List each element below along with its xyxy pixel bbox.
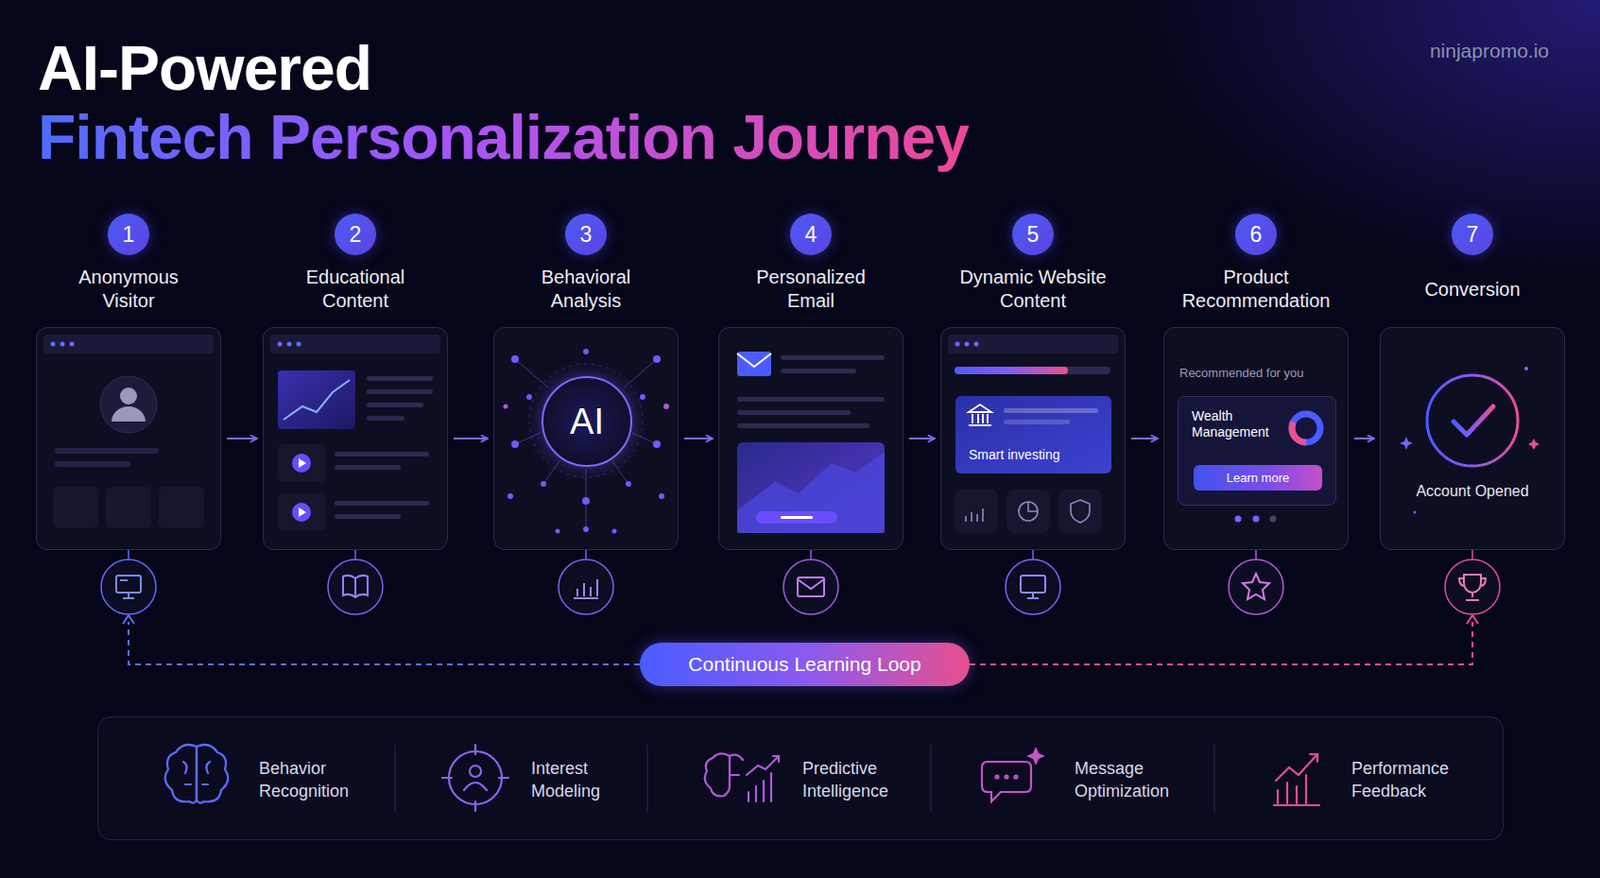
feature-label: Interest Modeling: [531, 756, 654, 804]
step-card: Anonymous Visitor: [35, 326, 222, 551]
step-card: Personalized Email: [718, 326, 904, 551]
step-icons: [101, 550, 1500, 615]
node-text: 3: [580, 222, 593, 248]
node-text: 1: [122, 222, 136, 248]
flow-arrow: [1131, 437, 1158, 440]
step-number: 1: [107, 213, 150, 256]
flow-arrow: [684, 437, 713, 440]
step-title: Personalized Email: [734, 258, 888, 321]
feature-label: Message Optimization: [1074, 756, 1198, 804]
page-subtitle: Fintech Personalization Journey: [37, 102, 969, 174]
step-title: Product Recommendation: [1179, 258, 1333, 321]
node-text: 6: [1250, 222, 1263, 248]
step-number: 3: [565, 213, 607, 256]
email-illustration: [737, 351, 885, 534]
step-card: Educational Content: [262, 326, 448, 551]
flow-arrow: [1354, 437, 1375, 440]
node-text: AI: [569, 401, 604, 443]
cta-button: Learn more: [1193, 464, 1323, 491]
product-panel: Learn more Wealth Management: [1177, 395, 1337, 506]
page-title: AI-Powered: [37, 34, 372, 104]
step-number: 2: [334, 213, 377, 256]
step-title: Behavioral Analysis: [509, 258, 663, 321]
node-text: Learn more: [1226, 470, 1290, 485]
watermark: ninjapromo.io: [1429, 39, 1549, 63]
feature-label: Predictive Intelligence: [802, 756, 926, 804]
ai-circle: AI: [541, 376, 633, 467]
step-card: ConversionAccount Opened: [1379, 326, 1566, 551]
education-illustration: [270, 334, 441, 532]
recommendation-illustration: [1177, 395, 1337, 523]
ai-network: [503, 348, 671, 534]
step-title: Dynamic Website Content: [956, 258, 1110, 321]
feature-panel-art: [97, 716, 1504, 841]
node-text: 4: [805, 222, 818, 248]
feature-label: Behavior Recognition: [258, 756, 382, 804]
card-fills: [35, 326, 1566, 551]
flow-arrow: [909, 437, 935, 440]
step-number: 4: [790, 213, 832, 256]
visitor-illustration: [43, 334, 214, 529]
step-title: Educational Content: [278, 258, 432, 321]
feature-label: Performance Feedback: [1351, 756, 1475, 804]
website-illustration: [947, 334, 1119, 534]
feature-panel: Behavior Recognition Interest Modeling Pre…: [97, 716, 1504, 841]
step-card: AIBehavioral Analysis: [493, 326, 679, 551]
step-card: Learn moreWealth ManagementProduct Recom…: [1163, 326, 1349, 551]
flow-arrow: [453, 437, 488, 440]
step-number: 6: [1235, 213, 1277, 256]
step-card: Smart investingDynamic Website Content: [940, 326, 1126, 551]
flow-arrow: [226, 437, 258, 440]
step-title: Conversion: [1395, 258, 1549, 321]
node-text: 2: [349, 222, 362, 248]
loop-pill: Continuous Learning Loop: [639, 642, 970, 687]
node-text: 5: [1027, 222, 1040, 248]
step-number: 7: [1451, 213, 1494, 256]
node-text: Continuous Learning Loop: [688, 653, 921, 676]
content-banner: Smart investing: [955, 395, 1112, 474]
node-text: Account Opened: [1380, 482, 1565, 500]
step-number: 5: [1012, 213, 1054, 256]
step-title: Anonymous Visitor: [51, 258, 206, 321]
node-text: 7: [1466, 222, 1480, 248]
node-text: Recommended for you: [1179, 365, 1305, 380]
node-text: Smart investing: [968, 447, 1060, 463]
node-text: Wealth Management: [1191, 408, 1283, 441]
